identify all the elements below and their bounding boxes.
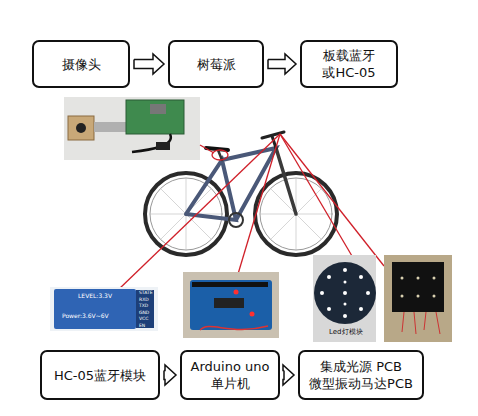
hc05-box: HC-05蓝牙模块	[40, 350, 160, 400]
node-label: HC-05蓝牙模块	[54, 367, 146, 384]
chainring	[229, 213, 243, 227]
status-led	[250, 312, 255, 317]
led-board	[314, 262, 376, 324]
leader-line	[280, 134, 352, 256]
jumper-wire	[200, 326, 268, 330]
mcu-chip	[214, 298, 244, 308]
raspberry-pi-box: 树莓派	[168, 40, 264, 88]
pcb-pads	[401, 277, 436, 298]
pi-chip	[150, 104, 166, 114]
fork	[276, 148, 296, 214]
hc05-board	[54, 289, 136, 329]
raspberry-pi-photo	[64, 97, 200, 160]
photo-background	[313, 255, 376, 342]
hollow-arrow	[268, 54, 296, 74]
pin-name: VCC	[139, 317, 148, 322]
leader-line	[200, 145, 214, 153]
motor-wires	[402, 312, 440, 334]
hc05-photo	[50, 287, 158, 331]
bike-frame	[186, 148, 276, 220]
module-marking: LEVEL:3.3V	[78, 293, 112, 299]
node-label: 摄像头	[62, 56, 101, 73]
arduino-board	[190, 280, 272, 330]
camera-lens	[76, 123, 86, 133]
plug	[156, 142, 170, 150]
ribbon-cable	[94, 122, 128, 132]
arduino-photo	[183, 272, 279, 338]
mount-marker	[212, 150, 228, 160]
pin-name: STATE	[139, 291, 153, 296]
hollow-arrow	[283, 365, 294, 385]
node-label: Arduino uno 单片机	[186, 358, 274, 392]
hollow-arrow	[164, 365, 176, 385]
node-label: 板载蓝牙 或HC-05	[306, 47, 392, 81]
module-marking: Power:3.6V~6V	[62, 313, 109, 319]
pin-name: RXD	[139, 298, 149, 303]
leader-line	[280, 134, 384, 266]
photo-caption: Led灯模块	[329, 329, 363, 336]
bluetooth-box: 板载蓝牙 或HC-05	[300, 40, 398, 88]
node-label: 集成光源 PCB 微型振动马达PCB	[304, 358, 418, 392]
seat-post	[218, 150, 222, 160]
pin-name: EN	[139, 324, 145, 329]
camera-board	[68, 116, 94, 140]
power-cable	[132, 134, 171, 152]
camera-box: 摄像头	[32, 40, 130, 88]
pin-header	[136, 290, 154, 328]
arduino-box: Arduino uno 单片机	[180, 350, 280, 400]
status-led	[234, 290, 239, 295]
header-row	[192, 282, 268, 287]
hollow-arrow	[134, 54, 164, 74]
spokes	[150, 178, 332, 250]
led-photo	[313, 255, 376, 342]
leader-line	[238, 134, 280, 274]
photo-background	[183, 272, 279, 338]
output-pcb-box: 集成光源 PCB 微型振动马达PCB	[298, 350, 424, 400]
leader-line	[118, 134, 280, 290]
motor-pcb-photo	[384, 255, 452, 342]
pin-name: TXD	[139, 304, 148, 309]
pin-name: GND	[139, 311, 149, 316]
photo-background	[64, 97, 200, 160]
pi-board	[126, 100, 184, 134]
motor-pcb	[392, 262, 444, 312]
photo-background	[50, 287, 158, 331]
photo-background	[384, 255, 452, 342]
led-dots	[320, 268, 370, 318]
node-label: 树莓派	[197, 56, 236, 73]
